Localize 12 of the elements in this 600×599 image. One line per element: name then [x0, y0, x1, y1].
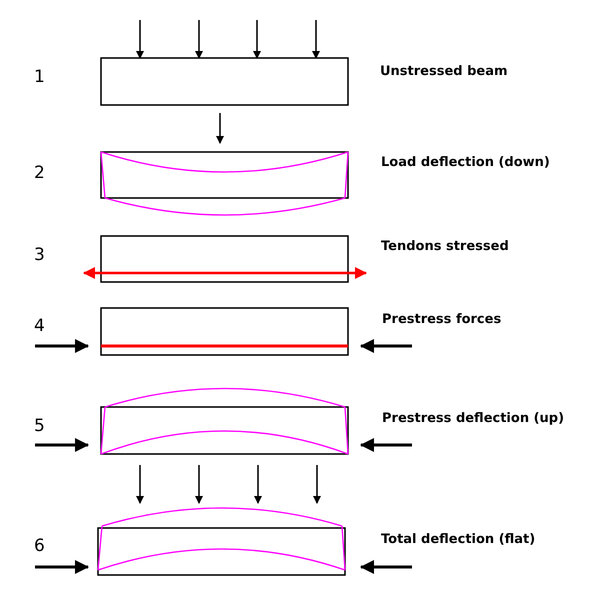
step-caption: Unstressed beam: [380, 64, 508, 80]
step-number: 3: [34, 245, 45, 265]
step-number: 6: [34, 536, 45, 556]
step-number: 1: [34, 67, 45, 87]
step-number: 2: [34, 163, 45, 183]
step-caption: Tendons stressed: [381, 239, 509, 255]
step-caption: Load deflection (down): [381, 155, 550, 171]
step-caption: Prestress deflection (up): [382, 411, 564, 427]
step-caption: Prestress forces: [382, 312, 502, 328]
step-caption: Total deflection (flat): [381, 532, 536, 548]
step-number: 4: [34, 316, 45, 336]
step-number: 5: [34, 416, 45, 436]
